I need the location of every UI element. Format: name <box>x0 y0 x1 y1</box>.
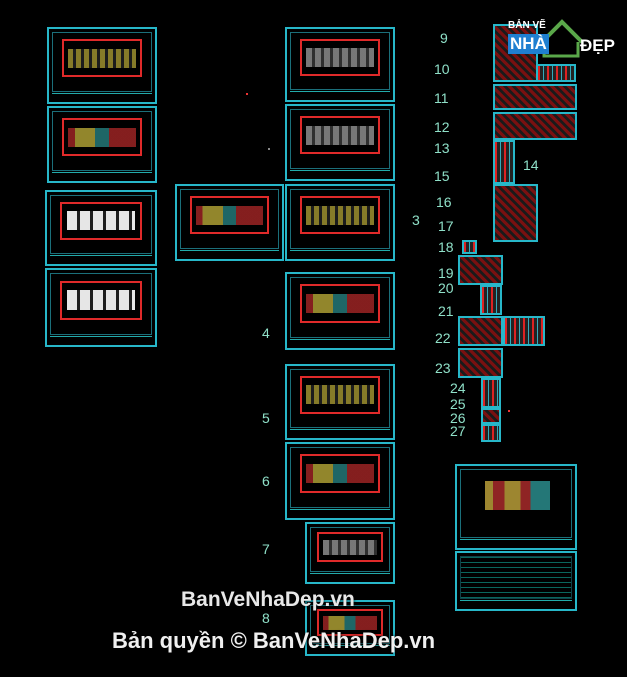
sheet-number-20: 20 <box>438 280 454 296</box>
detail-sheet-14[interactable] <box>493 184 538 242</box>
drawing-sheet-7[interactable] <box>305 522 395 584</box>
sheet-number-24: 24 <box>450 380 466 396</box>
sheet-number-10: 10 <box>434 61 450 77</box>
drawing-sheet-site-plan[interactable] <box>175 184 284 261</box>
sheet-number-15: 15 <box>434 168 450 184</box>
stray-mark <box>508 410 510 412</box>
sheet-number-11: 11 <box>434 90 449 106</box>
sheet-number-22: 22 <box>435 330 451 346</box>
watermark-site: BanVeNhaDep.vn <box>181 588 355 611</box>
drawing-sheet-elevation-1[interactable] <box>45 190 157 266</box>
sheet-number-14: 14 <box>523 157 539 173</box>
detail-sheet-13[interactable] <box>493 140 515 184</box>
drawing-sheet-elevation-2[interactable] <box>45 268 157 347</box>
sheet-number-6: 6 <box>262 473 270 489</box>
drawing-sheet-notes[interactable] <box>455 551 577 611</box>
drawing-sheet-4[interactable] <box>285 272 395 350</box>
stray-mark <box>246 93 248 95</box>
logo-text-ban-ve: BẢN VẼ <box>508 20 546 31</box>
sheet-number-25: 25 <box>450 396 466 412</box>
sheet-number-3: 3 <box>412 212 420 228</box>
drawing-sheet-middle-1[interactable] <box>285 27 395 102</box>
detail-sheet-22a[interactable] <box>458 316 503 346</box>
drawing-sheet-plan-1[interactable] <box>47 27 157 104</box>
sheet-number-17: 17 <box>438 218 454 234</box>
detail-sheet-18[interactable] <box>462 240 477 254</box>
drawing-sheet-middle-2[interactable] <box>285 104 395 181</box>
detail-sheet-11[interactable] <box>493 84 577 110</box>
sheet-number-19: 19 <box>438 265 454 281</box>
sheet-number-8: 8 <box>262 610 270 626</box>
drawing-sheet-6[interactable] <box>285 442 395 520</box>
sheet-number-13: 13 <box>434 140 450 156</box>
sheet-number-23: 23 <box>435 360 451 376</box>
drawing-sheet-3[interactable] <box>285 184 395 261</box>
drawing-sheet-5[interactable] <box>285 364 395 440</box>
sheet-number-26: 26 <box>450 410 466 426</box>
detail-sheet-22b[interactable] <box>503 316 545 346</box>
sheet-number-16: 16 <box>436 194 452 210</box>
sheet-number-7: 7 <box>262 541 270 557</box>
detail-sheet-24[interactable] <box>481 378 501 408</box>
sheet-number-18: 18 <box>438 239 454 255</box>
sheet-number-4: 4 <box>262 325 270 341</box>
stray-mark <box>268 148 270 150</box>
detail-sheet-10[interactable] <box>536 64 576 82</box>
sheet-number-5: 5 <box>262 410 270 426</box>
sheet-number-21: 21 <box>438 303 454 319</box>
logo-text-dep: ĐẸP <box>580 36 615 55</box>
watermark-copyright: Bản quyền © BanVeNhaDep.vn <box>112 628 436 653</box>
logo-text-nha: NHÀ <box>508 34 549 54</box>
brand-logo: BẢN VẼ NHÀ ĐẸP <box>504 14 622 62</box>
detail-sheet-26[interactable] <box>481 408 501 424</box>
sheet-number-27: 27 <box>450 423 466 439</box>
drawing-sheet-8[interactable] <box>305 600 395 656</box>
detail-sheet-12[interactable] <box>493 112 577 140</box>
drawing-sheet-section[interactable] <box>455 464 577 550</box>
detail-sheet-27[interactable] <box>481 424 501 442</box>
detail-sheet-23[interactable] <box>458 348 503 378</box>
drawing-sheet-plan-2[interactable] <box>47 106 157 183</box>
sheet-number-12: 12 <box>434 119 450 135</box>
detail-sheet-19[interactable] <box>458 255 503 285</box>
detail-sheet-20[interactable] <box>480 285 502 315</box>
sheet-number-9: 9 <box>440 30 448 46</box>
